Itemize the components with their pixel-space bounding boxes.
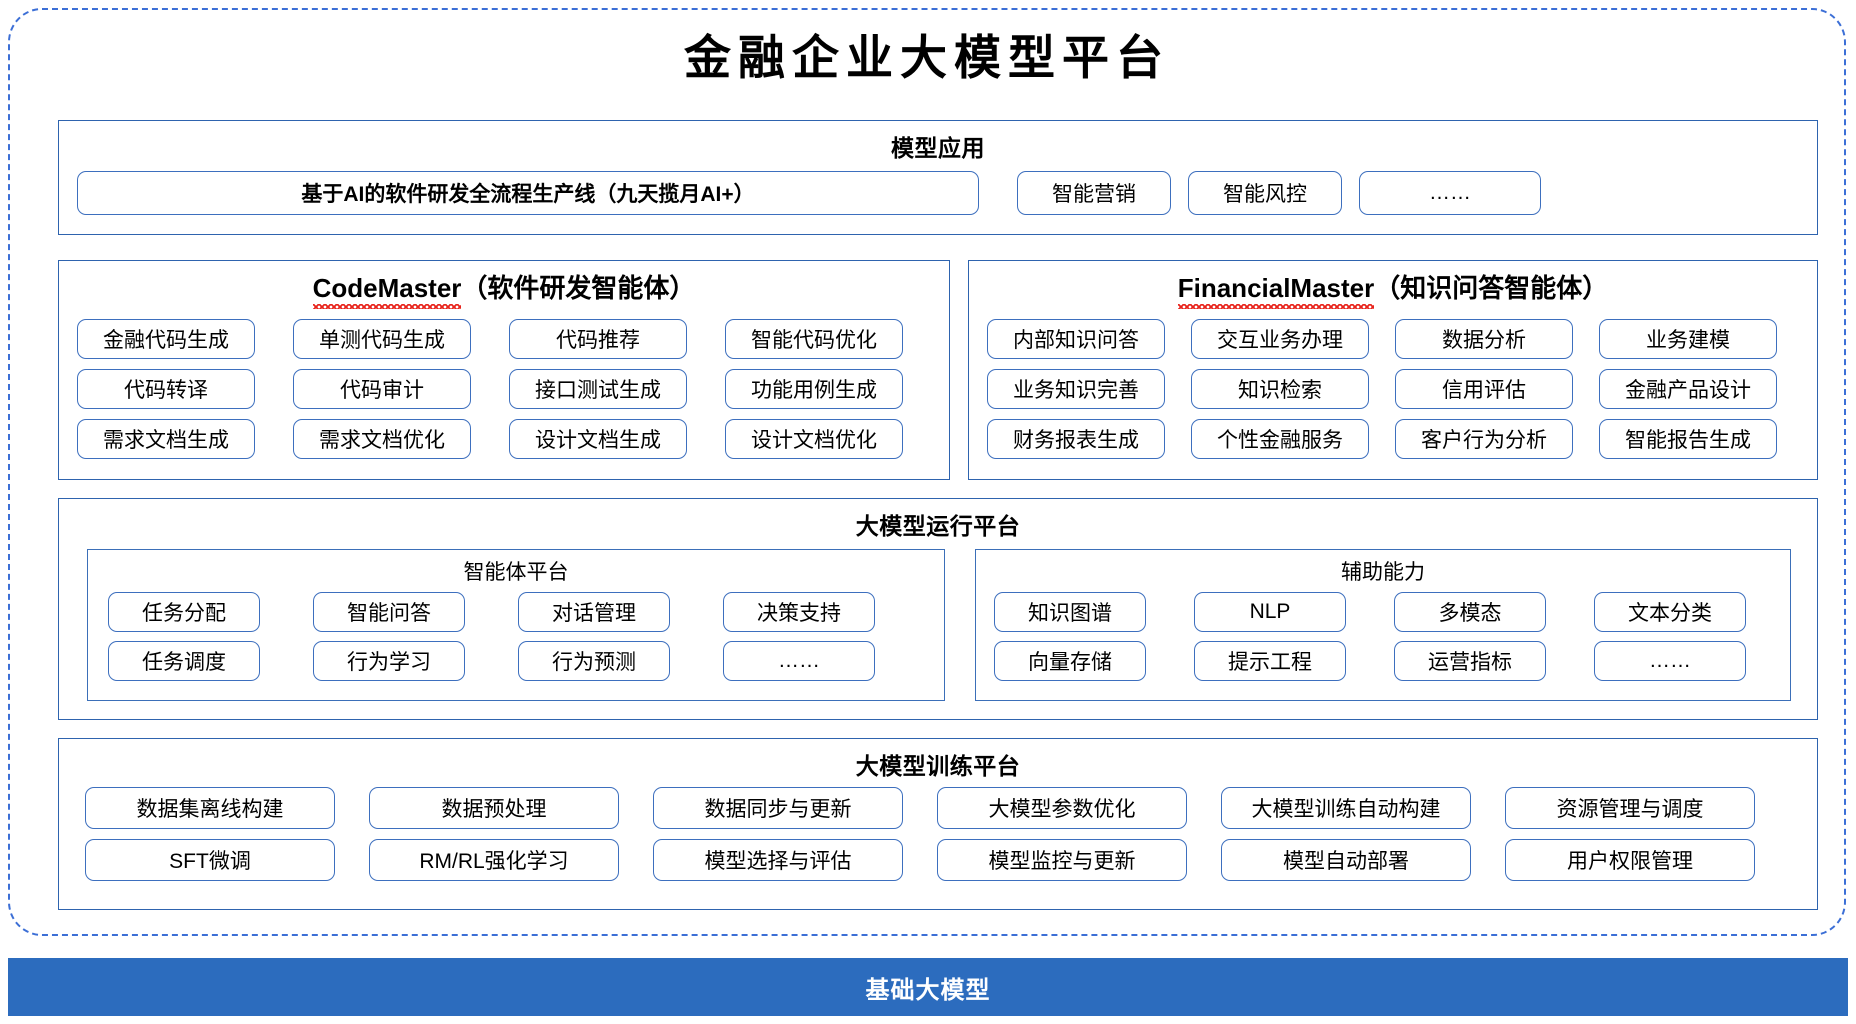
training-platform-item[interactable]: SFT微调: [85, 839, 335, 881]
agent-name-codemaster: CodeMaster: [312, 273, 462, 309]
agent-items-codemaster-item[interactable]: 代码转译: [77, 369, 255, 409]
agent-items-codemaster-item[interactable]: 需求文档生成: [77, 419, 255, 459]
agent-platform-item[interactable]: 行为学习: [313, 641, 465, 681]
subsection-auxiliary-ability: 辅助能力 知识图谱 NLP 多模态 文本分类向量存储 提示工程 运营指标 ……: [975, 549, 1791, 701]
agent-items-financialmaster-item[interactable]: 客户行为分析: [1395, 419, 1573, 459]
agent-suffix-codemaster: （软件研发智能体）: [461, 273, 696, 303]
training-platform-item[interactable]: 模型监控与更新: [937, 839, 1187, 881]
section-agent-codemaster: CodeMaster（软件研发智能体） 金融代码生成单测代码生成代码推荐智能代码…: [58, 260, 950, 480]
agent-name-financialmaster: FinancialMaster: [1177, 273, 1375, 309]
page-title: 金融企业大模型平台: [684, 33, 1170, 85]
section-agent-financialmaster: FinancialMaster（知识问答智能体） 内部知识问答交互业务办理数据分…: [968, 260, 1818, 480]
auxiliary-ability-item[interactable]: 提示工程: [1194, 641, 1346, 681]
section-training-platform: 大模型训练平台 数据集离线构建数据预处理数据同步与更新大模型参数优化大模型训练自…: [58, 738, 1818, 910]
training-platform-item[interactable]: 用户权限管理: [1505, 839, 1755, 881]
base-model-label: 基础大模型: [865, 976, 991, 1004]
agent-items-codemaster-item[interactable]: 单测代码生成: [293, 319, 471, 359]
agent-items-financialmaster-item[interactable]: 金融产品设计: [1599, 369, 1777, 409]
application-item-pipeline[interactable]: 基于AI的软件研发全流程生产线（九天揽月AI+）: [77, 171, 979, 215]
auxiliary-ability-item[interactable]: ……: [1594, 641, 1746, 681]
training-platform-item[interactable]: 数据同步与更新: [653, 787, 903, 829]
agent-items-financialmaster-item[interactable]: 数据分析: [1395, 319, 1573, 359]
agent-items-financialmaster-item[interactable]: 业务知识完善: [987, 369, 1165, 409]
agent-items-codemaster-item[interactable]: 代码审计: [293, 369, 471, 409]
diagram-outer-frame: 金融企业大模型平台 模型应用 基于AI的软件研发全流程生产线（九天揽月AI+） …: [8, 8, 1846, 936]
application-item-risk-control[interactable]: 智能风控: [1188, 171, 1342, 215]
agent-items-financialmaster-item[interactable]: 业务建模: [1599, 319, 1777, 359]
agent-items-financialmaster-item[interactable]: 内部知识问答: [987, 319, 1165, 359]
agent-platform-item[interactable]: 智能问答: [313, 592, 465, 632]
base-model-bar: 基础大模型: [8, 958, 1848, 1016]
auxiliary-ability-item[interactable]: 运营指标: [1394, 641, 1546, 681]
training-platform-item[interactable]: 资源管理与调度: [1505, 787, 1755, 829]
agent-platform-item[interactable]: 决策支持: [723, 592, 875, 632]
agent-items-codemaster-item[interactable]: 设计文档生成: [509, 419, 687, 459]
agent-items-financialmaster-item[interactable]: 个性金融服务: [1191, 419, 1369, 459]
agent-items-financialmaster-item[interactable]: 财务报表生成: [987, 419, 1165, 459]
agent-items-financialmaster-item[interactable]: 知识检索: [1191, 369, 1369, 409]
section-runtime-platform: 大模型运行平台 智能体平台 任务分配 智能问答 对话管理 决策支持任务调度 行为学习 行为…: [58, 498, 1818, 720]
subsection-title-agent-platform: 智能体平台: [463, 561, 569, 584]
training-platform-item[interactable]: 数据预处理: [369, 787, 619, 829]
auxiliary-ability-item[interactable]: 文本分类: [1594, 592, 1746, 632]
agent-platform-item[interactable]: 行为预测: [518, 641, 670, 681]
training-platform-item[interactable]: 数据集离线构建: [85, 787, 335, 829]
agent-items-codemaster-item[interactable]: 设计文档优化: [725, 419, 903, 459]
auxiliary-ability-item[interactable]: 知识图谱: [994, 592, 1146, 632]
agent-items-financialmaster-item[interactable]: 智能报告生成: [1599, 419, 1777, 459]
training-platform-item[interactable]: 大模型参数优化: [937, 787, 1187, 829]
application-item-more[interactable]: ……: [1359, 171, 1541, 215]
subsection-title-auxiliary-ability: 辅助能力: [1341, 561, 1425, 584]
application-item-marketing[interactable]: 智能营销: [1017, 171, 1171, 215]
agent-suffix-financialmaster: （知识问答智能体）: [1374, 273, 1609, 303]
subsection-agent-platform: 智能体平台 任务分配 智能问答 对话管理 决策支持任务调度 行为学习 行为预测 ……: [87, 549, 945, 701]
agent-items-codemaster-item[interactable]: 智能代码优化: [725, 319, 903, 359]
auxiliary-ability-item[interactable]: NLP: [1194, 592, 1346, 632]
agent-items-codemaster-item[interactable]: 接口测试生成: [509, 369, 687, 409]
agent-items-codemaster-item[interactable]: 金融代码生成: [77, 319, 255, 359]
agent-title-codemaster: CodeMaster（软件研发智能体）: [59, 268, 949, 309]
auxiliary-ability-item[interactable]: 向量存储: [994, 641, 1146, 681]
section-model-application: 模型应用 基于AI的软件研发全流程生产线（九天揽月AI+） 智能营销 智能风控 …: [58, 120, 1818, 235]
training-platform-item[interactable]: RM/RL强化学习: [369, 839, 619, 881]
training-platform-item[interactable]: 大模型训练自动构建: [1221, 787, 1471, 829]
section-title-model-application: 模型应用: [891, 135, 985, 161]
section-title-training-platform: 大模型训练平台: [855, 753, 1021, 779]
agent-platform-item[interactable]: ……: [723, 641, 875, 681]
training-platform-item[interactable]: 模型选择与评估: [653, 839, 903, 881]
agent-items-codemaster-item[interactable]: 代码推荐: [509, 319, 687, 359]
agent-items-financialmaster-item[interactable]: 信用评估: [1395, 369, 1573, 409]
training-platform-item[interactable]: 模型自动部署: [1221, 839, 1471, 881]
agent-platform-item[interactable]: 对话管理: [518, 592, 670, 632]
agent-platform-item[interactable]: 任务分配: [108, 592, 260, 632]
agent-items-financialmaster-item[interactable]: 交互业务办理: [1191, 319, 1369, 359]
agent-platform-item[interactable]: 任务调度: [108, 641, 260, 681]
section-title-runtime-platform: 大模型运行平台: [855, 513, 1021, 539]
auxiliary-ability-item[interactable]: 多模态: [1394, 592, 1546, 632]
agent-items-codemaster-item[interactable]: 需求文档优化: [293, 419, 471, 459]
agent-items-codemaster-item[interactable]: 功能用例生成: [725, 369, 903, 409]
agent-title-financialmaster: FinancialMaster（知识问答智能体）: [969, 268, 1817, 309]
